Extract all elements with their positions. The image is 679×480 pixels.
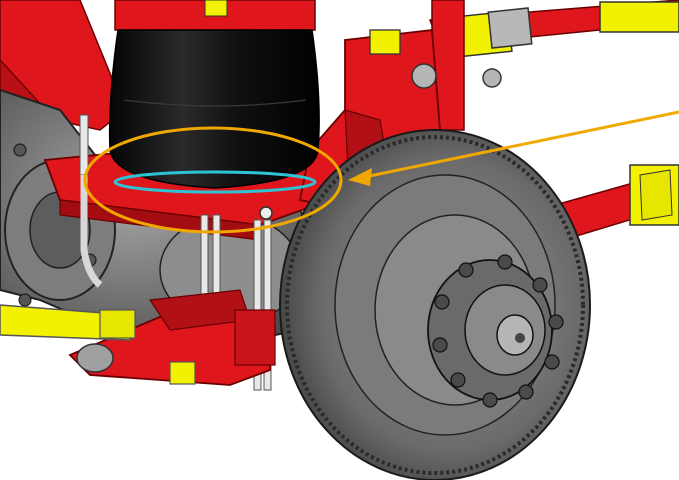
lower-shackle: [68, 289, 276, 386]
wheel-hub: [427, 259, 553, 401]
callout-ellipse: [83, 126, 343, 234]
air-spring-bag: [108, 0, 320, 194]
lug-studs: [432, 254, 564, 408]
airbag-seal-ring: [113, 170, 317, 194]
callout-arrow: [348, 110, 679, 186]
sway-bar: [0, 304, 196, 385]
